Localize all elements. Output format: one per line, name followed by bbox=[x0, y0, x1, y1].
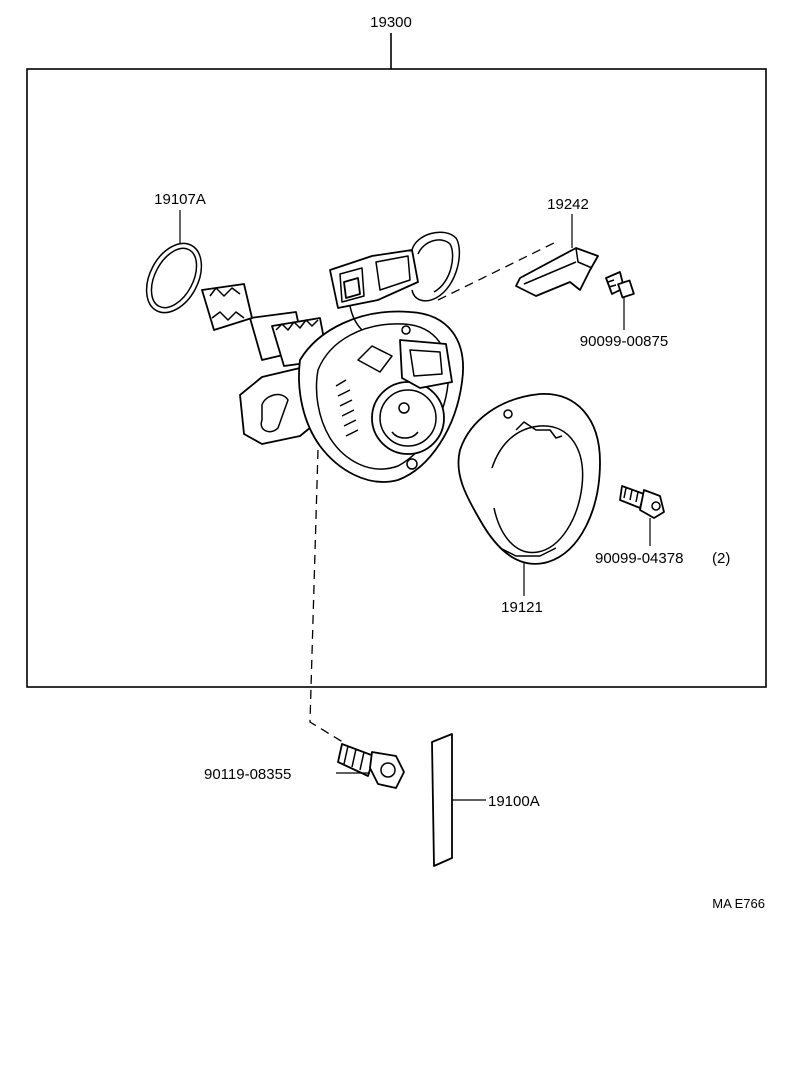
bracket-part bbox=[515, 247, 599, 297]
cover-screw-quantity: (2) bbox=[712, 550, 730, 567]
label-plate-part bbox=[431, 733, 453, 867]
assembly-part-number: 19300 bbox=[370, 14, 412, 31]
bracket-screw-part bbox=[605, 271, 635, 299]
mount-bolt-part-number: 90119-08355 bbox=[204, 766, 291, 783]
bracket-screw-part-number: 90099-00875 bbox=[580, 333, 668, 350]
cover-screw-part bbox=[619, 485, 665, 519]
cover-part bbox=[457, 393, 601, 565]
label-plate-part-number: 19100A bbox=[488, 793, 540, 810]
bolt-guide bbox=[309, 449, 347, 745]
cover-screw-part-number: 90099-04378 bbox=[595, 550, 683, 567]
bracket-guide bbox=[437, 241, 557, 301]
drawing-reference: MA E766 bbox=[712, 896, 765, 911]
assembly-frame bbox=[26, 68, 767, 688]
mount-bolt-part bbox=[337, 743, 405, 789]
o-ring-part bbox=[145, 242, 203, 314]
o-ring-part-number: 19107A bbox=[154, 191, 206, 208]
distributor-housing bbox=[201, 231, 464, 483]
cover-part-number: 19121 bbox=[501, 599, 543, 616]
bracket-part-number: 19242 bbox=[547, 196, 589, 213]
